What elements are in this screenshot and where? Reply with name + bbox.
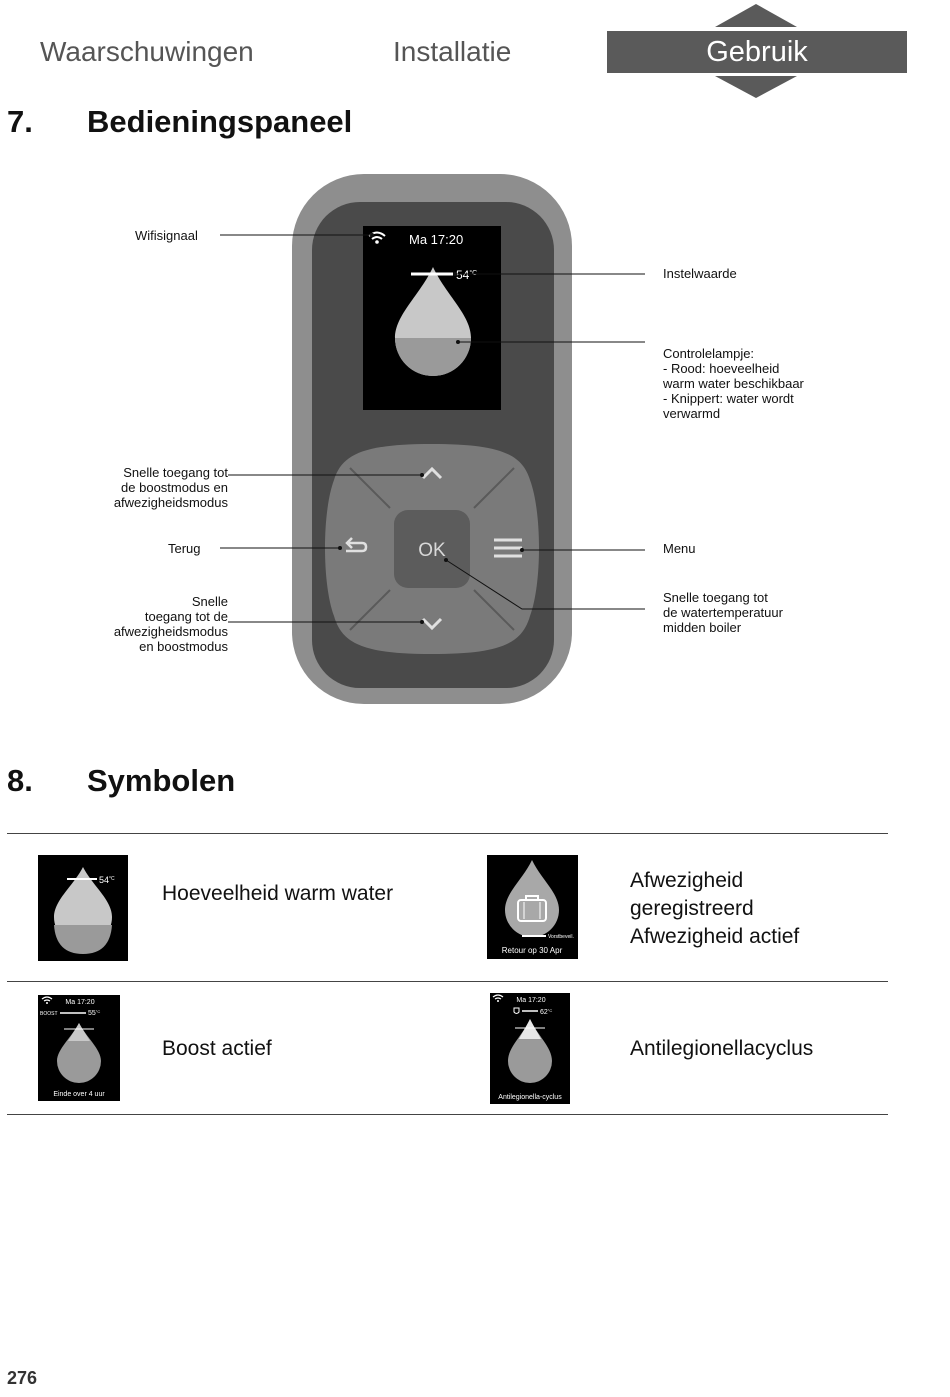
svg-text:Antilegionella-cyclus: Antilegionella-cyclus — [498, 1094, 562, 1101]
symbol-boost-screen: Ma 17:20 BOOST 55°C Einde over 4 uur — [38, 995, 120, 1101]
tab-installatie[interactable]: Installatie — [393, 36, 512, 67]
table-rule-bottom — [7, 1114, 888, 1115]
svg-text:Ma 17:20: Ma 17:20 — [65, 999, 94, 1006]
tab-gebruik[interactable]: Gebruik — [607, 31, 907, 73]
screen-time: Ma 17:20 — [409, 232, 463, 247]
screen-setpoint: 54°C — [456, 268, 477, 282]
control-panel-diagram: Ma 17:20 54°C OK — [220, 174, 645, 704]
up-button-icon[interactable] — [421, 466, 443, 480]
symbol-antilegionella-label: Antilegionellacyclus — [630, 1037, 814, 1060]
svg-text:Vorstbeveil.: Vorstbeveil. — [548, 934, 574, 940]
svg-text:Einde over 4 uur: Einde over 4 uur — [53, 1091, 105, 1098]
section-8-number: 8. — [7, 763, 33, 798]
symbol-warm-water-screen: 54°C — [38, 855, 128, 961]
section-8-title: Symbolen — [87, 763, 236, 798]
nav-arrow-up-icon — [715, 4, 797, 27]
svg-text:Ma 17:20: Ma 17:20 — [516, 997, 545, 1004]
down-button-icon[interactable] — [421, 617, 443, 631]
tab-waarschuwingen[interactable]: Waarschuwingen — [40, 36, 254, 67]
svg-text:62°C: 62°C — [540, 1008, 552, 1016]
symbol-boost-label: Boost actief — [162, 1037, 272, 1060]
svg-text:Retour op 30 Apr: Retour op 30 Apr — [502, 946, 563, 955]
nav-arrows — [715, 4, 797, 98]
callout-wifi: Wifisignaal — [135, 228, 198, 243]
table-rule-middle — [7, 981, 888, 982]
page-number: 276 — [7, 1368, 38, 1388]
callout-menu: Menu — [663, 541, 696, 556]
drop-icon — [508, 1019, 552, 1083]
symbol-absence-screen: Vorstbeveil. Retour op 30 Apr — [487, 855, 578, 959]
nav-arrow-down-icon — [715, 76, 797, 98]
callout-back: Terug — [168, 541, 201, 556]
drop-icon — [57, 1023, 101, 1083]
svg-text:BOOST: BOOST — [40, 1011, 58, 1017]
shield-icon — [513, 1007, 520, 1014]
section-7-title: Bedieningspaneel — [87, 104, 353, 139]
wifi-icon — [41, 996, 53, 1004]
table-rule-top — [7, 833, 888, 834]
svg-text:55°C: 55°C — [88, 1009, 100, 1017]
wifi-icon — [492, 994, 504, 1002]
symbol-antilegionella-screen: Ma 17:20 62°C Antilegionella-cyclus — [490, 993, 570, 1104]
symbol-warm-water-label: Hoeveelheid warm water — [162, 882, 394, 905]
menu-button-icon[interactable] — [494, 538, 522, 558]
callout-setpoint: Instelwaarde — [663, 266, 737, 281]
section-7-number: 7. — [7, 104, 33, 139]
ok-button-label: OK — [418, 540, 446, 561]
back-button-icon[interactable] — [345, 537, 368, 553]
ok-button[interactable] — [394, 510, 470, 588]
svg-text:54°C: 54°C — [99, 875, 115, 885]
water-drop-level — [395, 338, 471, 376]
suitcase-icon — [517, 895, 547, 922]
